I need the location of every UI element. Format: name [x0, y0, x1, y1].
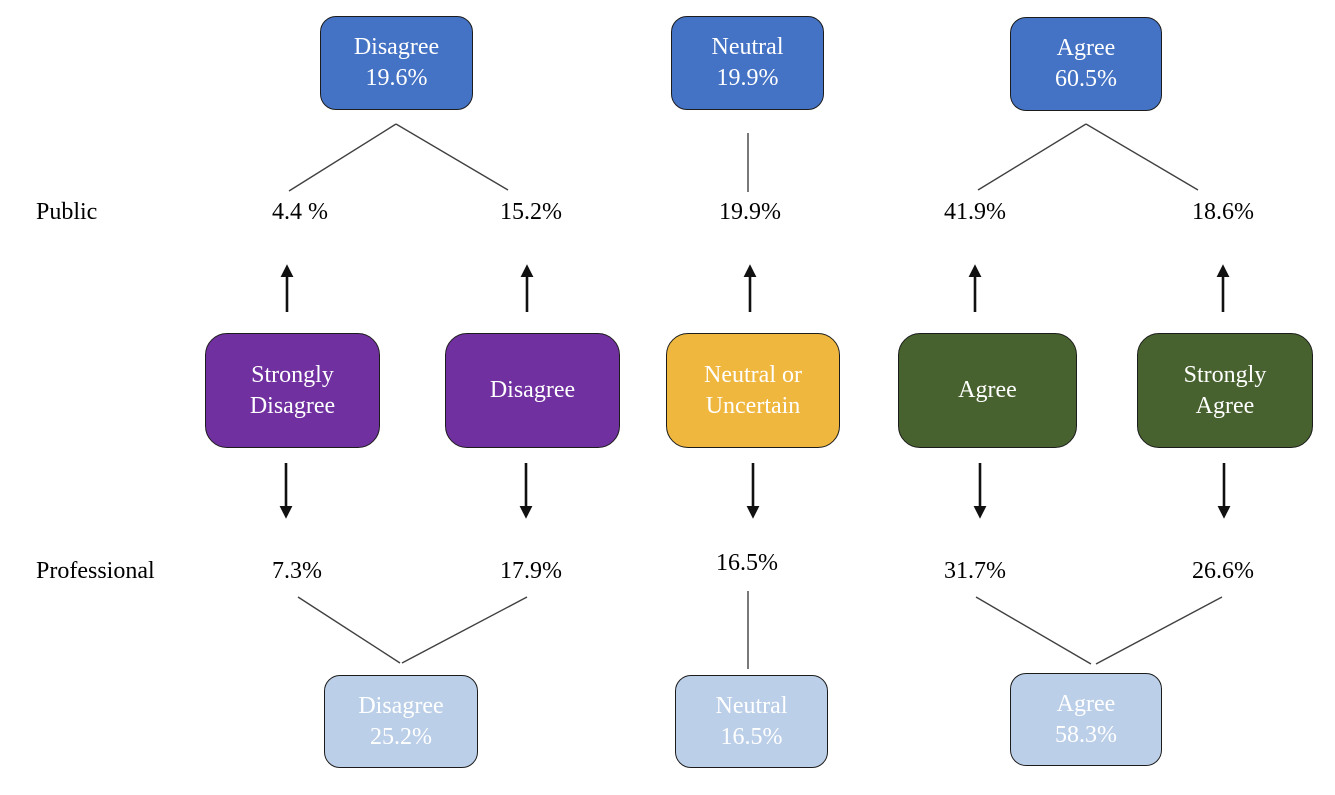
mid-box-disagree: Disagree	[445, 333, 620, 448]
top-box-agree: Agree 60.5%	[1010, 17, 1162, 111]
top-box-disagree-label: Disagree	[353, 34, 440, 60]
connector-top-disagree-left	[288, 123, 397, 192]
professional-pct-strongly-disagree: 7.3%	[272, 558, 322, 584]
professional-pct-agree: 31.7%	[944, 558, 1006, 584]
mid-box-agree-label: Agree	[958, 377, 1017, 403]
public-pct-disagree: 15.2%	[500, 199, 562, 225]
mid-box-strongly-disagree-label: Strongly Disagree	[249, 361, 336, 419]
connector-top-disagree-right	[395, 123, 509, 191]
professional-pct-strongly-agree: 26.6%	[1192, 558, 1254, 584]
bottom-box-agree-pct: 58.3%	[1055, 721, 1117, 748]
bottom-box-neutral-label: Neutral	[715, 692, 788, 719]
mid-box-disagree-label: Disagree	[489, 377, 576, 403]
mid-box-neutral-label: Neutral or Uncertain	[704, 361, 802, 419]
professional-pct-neutral: 16.5%	[716, 550, 778, 576]
connector-top-agree-left	[977, 123, 1087, 191]
mid-box-strongly-agree: Strongly Agree	[1137, 333, 1313, 448]
connector-top-agree-right	[1085, 123, 1199, 191]
connector-bottom-disagree-right	[401, 596, 528, 664]
bottom-box-disagree-pct: 25.2%	[370, 723, 432, 750]
mid-box-agree: Agree	[898, 333, 1077, 448]
bottom-box-agree: Agree 58.3%	[1010, 673, 1162, 766]
public-pct-agree: 41.9%	[944, 199, 1006, 225]
top-box-agree-label: Agree	[1056, 35, 1116, 61]
bottom-box-agree-label: Agree	[1056, 690, 1116, 717]
top-box-neutral-label: Neutral	[711, 34, 784, 60]
mid-box-strongly-agree-label: Strongly Agree	[1183, 361, 1267, 419]
mid-box-strongly-disagree: Strongly Disagree	[205, 333, 380, 448]
top-box-disagree: Disagree 19.6%	[320, 16, 473, 110]
public-row-label: Public	[36, 199, 98, 225]
public-pct-strongly-agree: 18.6%	[1192, 199, 1254, 225]
top-box-neutral-pct: 19.9%	[716, 65, 779, 91]
top-box-agree-pct: 60.5%	[1055, 66, 1117, 92]
connector-bottom-agree-right	[1095, 596, 1223, 665]
bottom-box-disagree-label: Disagree	[358, 692, 444, 719]
connector-bottom-agree-left	[975, 596, 1092, 665]
bottom-box-neutral-pct: 16.5%	[720, 723, 783, 750]
connector-bottom-disagree-left	[297, 596, 401, 664]
top-box-neutral: Neutral 19.9%	[671, 16, 824, 110]
professional-pct-disagree: 17.9%	[500, 558, 562, 584]
public-pct-strongly-disagree: 4.4 %	[272, 199, 328, 225]
mid-box-neutral: Neutral or Uncertain	[666, 333, 840, 448]
professional-row-label: Professional	[36, 558, 155, 584]
bottom-box-disagree: Disagree 25.2%	[324, 675, 478, 768]
bottom-box-neutral: Neutral 16.5%	[675, 675, 828, 768]
public-pct-neutral: 19.9%	[719, 199, 781, 225]
top-box-disagree-pct: 19.6%	[365, 65, 428, 91]
